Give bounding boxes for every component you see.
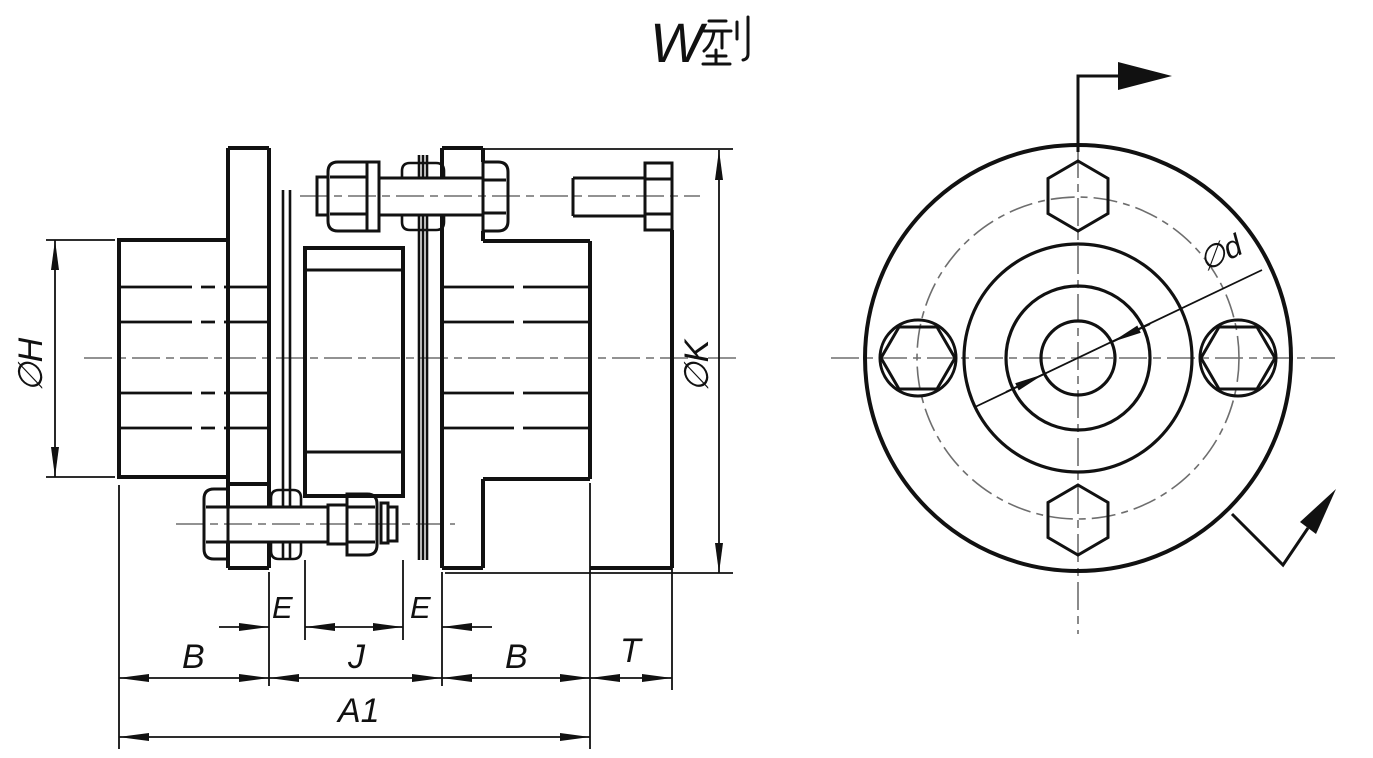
bore-circle xyxy=(1039,319,1117,397)
right-bolt-hex xyxy=(1199,325,1277,391)
top-bolt-shank xyxy=(379,176,483,217)
top-bolt xyxy=(315,160,510,233)
front-dimensions xyxy=(46,148,733,749)
kanji-xing-glyph xyxy=(701,15,750,66)
front-view: ∅H ∅K E E B J B T A1 xyxy=(12,146,742,749)
front-dimension-labels: ∅H ∅K E E B J B T A1 xyxy=(12,337,716,730)
step-circle xyxy=(1004,284,1152,432)
disc-collar-left xyxy=(269,488,303,561)
right-hub xyxy=(483,239,592,481)
end-view-bolts xyxy=(878,159,1278,557)
bottom-bolt-hex xyxy=(1046,483,1110,557)
section-arrow-top xyxy=(1118,62,1172,90)
label-phi-k: ∅K xyxy=(678,338,716,392)
top-bolt-washer xyxy=(365,160,381,233)
disc-pack-left xyxy=(269,190,303,561)
bottom-bolt-washer-2 xyxy=(379,501,390,545)
spacer xyxy=(303,246,405,498)
label-phi-h: ∅H xyxy=(12,337,50,392)
end-flange xyxy=(590,230,674,570)
title-latin: W xyxy=(650,11,708,74)
right-hub-bore-lines xyxy=(442,285,590,430)
bottom-bolt-tip xyxy=(388,505,399,543)
top-bolt-hex xyxy=(1046,159,1110,233)
right-flange xyxy=(440,146,485,570)
title-block: W xyxy=(650,11,750,74)
section-arrow-bottom xyxy=(1300,489,1336,534)
label-t: T xyxy=(620,632,643,670)
label-b-right: B xyxy=(505,638,528,676)
top-bolt-right-nut xyxy=(481,160,510,233)
bottom-bolt-head xyxy=(202,487,230,561)
section-cut-indicators xyxy=(1076,62,1336,568)
label-b-left: B xyxy=(182,638,205,676)
left-hub-bore-lines xyxy=(119,285,269,430)
end-view-centerlines xyxy=(831,150,1335,634)
bottom-bolt-shank xyxy=(228,505,328,544)
hub-circle xyxy=(962,242,1194,474)
left-hub xyxy=(117,238,269,486)
front-centerlines xyxy=(84,195,742,525)
label-e-right: E xyxy=(410,590,431,625)
end-view: ∅d xyxy=(831,62,1336,634)
label-phi-d: ∅d xyxy=(1193,227,1250,279)
right-stud xyxy=(571,161,674,232)
bolt-circle-centerline xyxy=(916,196,1240,520)
label-j: J xyxy=(347,638,366,676)
right-stud-nut xyxy=(643,161,674,232)
top-bolt-tip xyxy=(315,175,328,217)
left-bolt-hex xyxy=(879,325,957,391)
label-a1: A1 xyxy=(336,692,380,730)
label-e-left: E xyxy=(272,590,293,625)
bottom-bolt xyxy=(202,487,399,561)
top-bolt-nut xyxy=(326,160,369,233)
bottom-bolt-nut xyxy=(345,492,379,557)
section-line-top xyxy=(1076,74,1118,152)
section-line-bottom xyxy=(1230,512,1310,568)
